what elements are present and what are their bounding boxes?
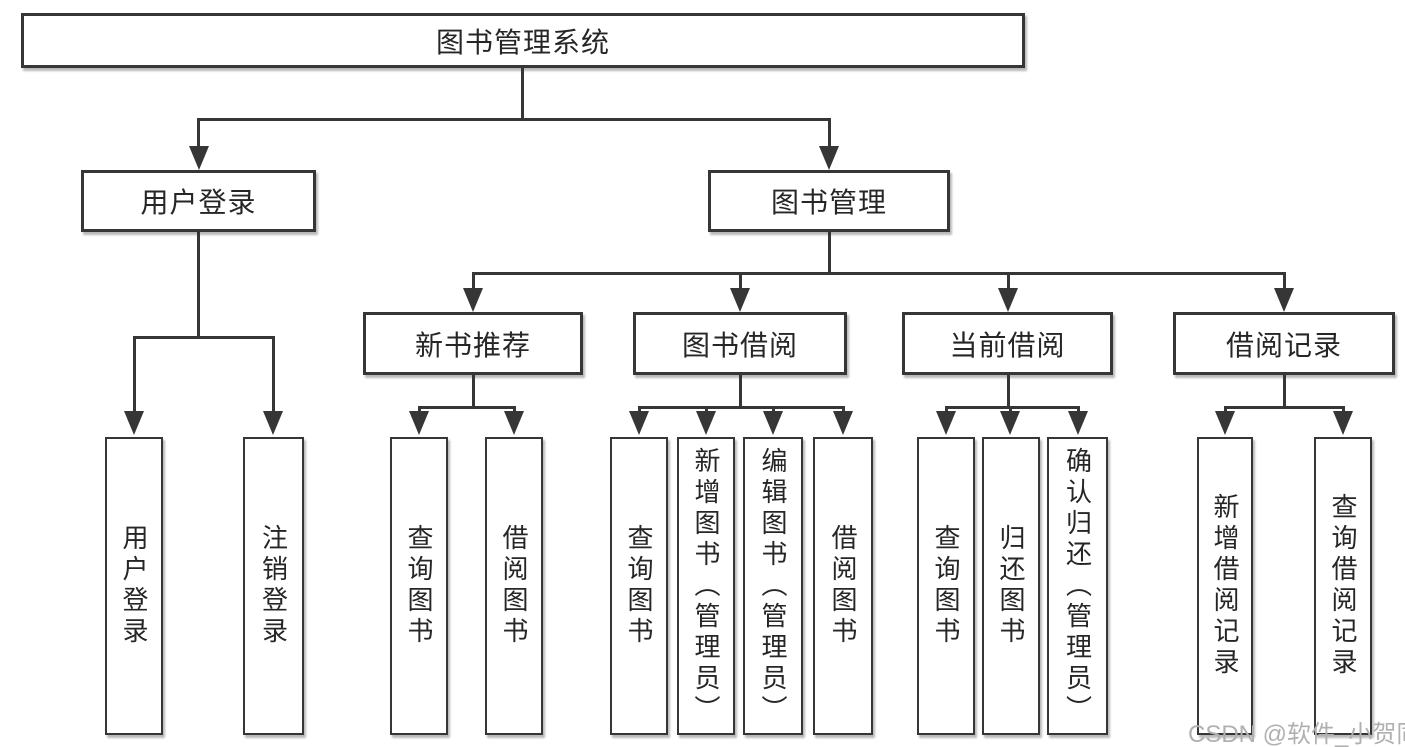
connector-root-stem — [521, 68, 524, 118]
arrow-to-new-book-icon — [463, 288, 483, 312]
connector-book-mgmt-stub — [828, 118, 831, 148]
leaf-bb-edit-books-admin: 编辑图书（管理员） — [743, 437, 803, 735]
arrow-to-current-borrow-icon — [998, 288, 1018, 312]
csdn-watermark: CSDN @软件_小贺同学 — [1188, 721, 1405, 747]
leaf-nb-borrow-books-label: 借阅图书 — [499, 524, 529, 648]
connector-borrow-records-stub — [1283, 272, 1286, 290]
node-user-login-label: 用户登录 — [140, 187, 257, 218]
connector-bb-leaf3-stub — [772, 406, 775, 414]
node-book-management-label: 图书管理 — [770, 187, 887, 218]
leaf-cb-return-books: 归还图书 — [982, 437, 1040, 735]
leaf-br-add-record-label: 新增借阅记录 — [1210, 493, 1240, 679]
connector-cb-leaf3-stub — [1077, 406, 1080, 414]
arrow-to-br-leaf2-icon — [1333, 411, 1353, 435]
arrow-to-bb-leaf1-icon — [629, 411, 649, 435]
arrow-to-bb-leaf4-icon — [833, 411, 853, 435]
leaf-bb-borrow-books: 借阅图书 — [813, 437, 873, 735]
leaf-user-login: 用户登录 — [105, 437, 163, 735]
connector-borrow-records-rail — [1224, 406, 1344, 409]
node-borrow-records: 借阅记录 — [1173, 312, 1395, 375]
leaf-br-add-record: 新增借阅记录 — [1197, 437, 1253, 735]
connector-current-borrow-stem — [1007, 375, 1010, 406]
connector-level3-rail — [472, 272, 1285, 275]
leaf-bb-add-books-admin-label: 新增图书（管理员） — [691, 446, 721, 726]
connector-current-borrow-rail — [945, 406, 1079, 409]
node-book-borrow-label: 图书借阅 — [681, 329, 798, 361]
leaf-logout: 注销登录 — [243, 437, 304, 735]
connector-new-book-stub — [472, 272, 475, 290]
connector-br-leaf1-stub — [1224, 406, 1227, 414]
arrow-to-borrow-records-icon — [1274, 288, 1294, 312]
arrow-to-br-leaf1-icon — [1215, 411, 1235, 435]
leaf-nb-borrow-books: 借阅图书 — [485, 437, 543, 735]
connector-nb-leaf2-stub — [513, 406, 516, 414]
leaf-br-query-record-label: 查询借阅记录 — [1328, 493, 1358, 679]
leaf-user-login-label: 用户登录 — [119, 524, 149, 648]
leaf-cb-return-books-label: 归还图书 — [996, 524, 1026, 648]
connector-book-mgmt-stem — [828, 232, 831, 272]
node-user-login: 用户登录 — [81, 170, 316, 232]
connector-nb-leaf1-stub — [418, 406, 421, 414]
node-borrow-records-label: 借阅记录 — [1225, 329, 1342, 361]
connector-borrow-records-stem — [1283, 375, 1286, 406]
connector-br-leaf2-stub — [1342, 406, 1345, 414]
node-root-label: 图书管理系统 — [435, 26, 610, 58]
arrow-to-leaf-logout-icon — [263, 411, 283, 435]
leaf-cb-confirm-return-admin-label: 确认归还（管理员） — [1062, 446, 1093, 726]
node-current-borrow: 当前借阅 — [902, 312, 1113, 375]
arrow-to-bb-leaf3-icon — [763, 411, 783, 435]
connector-bb-leaf2-stub — [705, 406, 708, 414]
leaf-bb-edit-books-admin-label: 编辑图书（管理员） — [758, 446, 788, 726]
arrow-to-cb-leaf3-icon — [1068, 411, 1088, 435]
node-book-management: 图书管理 — [708, 170, 950, 232]
arrow-to-cb-leaf1-icon — [936, 411, 956, 435]
leaf-logout-label: 注销登录 — [258, 524, 289, 648]
leaf-bb-query-books-label: 查询图书 — [624, 524, 654, 648]
leaf-cb-query-books: 查询图书 — [917, 437, 975, 735]
node-book-borrow: 图书借阅 — [633, 312, 847, 375]
node-current-borrow-label: 当前借阅 — [949, 329, 1066, 361]
leaf-cb-query-books-label: 查询图书 — [931, 524, 961, 648]
connector-current-borrow-stub — [1007, 272, 1010, 290]
connector-user-login-stub — [197, 118, 200, 148]
connector-leaf-logout-stub — [272, 336, 275, 411]
leaf-nb-query-books: 查询图书 — [390, 437, 448, 735]
arrow-to-bb-leaf2-icon — [696, 411, 716, 435]
connector-bb-leaf4-stub — [842, 406, 845, 414]
leaf-bb-add-books-admin: 新增图书（管理员） — [677, 437, 735, 735]
arrow-to-leaf-login-icon — [124, 411, 144, 435]
connector-level2-rail — [197, 118, 831, 121]
leaf-cb-confirm-return-admin: 确认归还（管理员） — [1047, 437, 1108, 735]
arrow-to-nb-leaf1-icon — [409, 411, 429, 435]
connector-book-borrow-stem — [739, 375, 742, 406]
connector-bb-leaf1-stub — [638, 406, 641, 414]
arrow-to-user-login-icon — [189, 146, 209, 170]
connector-cb-leaf1-stub — [945, 406, 948, 414]
node-new-book-recommend-label: 新书推荐 — [414, 329, 531, 361]
leaf-nb-query-books-label: 查询图书 — [404, 524, 434, 648]
leaf-br-query-record: 查询借阅记录 — [1314, 437, 1372, 735]
node-root-library-system: 图书管理系统 — [21, 13, 1025, 68]
node-new-book-recommend: 新书推荐 — [363, 312, 583, 375]
connector-cb-leaf2-stub — [1009, 406, 1012, 414]
connector-new-book-rail — [418, 406, 515, 409]
arrow-to-book-borrow-icon — [730, 288, 750, 312]
connector-new-book-stem — [472, 375, 475, 406]
leaf-bb-borrow-books-label: 借阅图书 — [828, 524, 858, 648]
connector-user-login-stem — [197, 232, 200, 336]
connector-book-borrow-stub — [739, 272, 742, 290]
arrow-to-cb-leaf2-icon — [1000, 411, 1020, 435]
connector-user-login-rail — [133, 336, 274, 339]
connector-leaf-login-stub — [133, 336, 136, 411]
arrow-to-nb-leaf2-icon — [504, 411, 524, 435]
connector-book-borrow-rail — [638, 406, 844, 409]
arrow-to-book-mgmt-icon — [819, 146, 839, 170]
leaf-bb-query-books: 查询图书 — [610, 437, 668, 735]
